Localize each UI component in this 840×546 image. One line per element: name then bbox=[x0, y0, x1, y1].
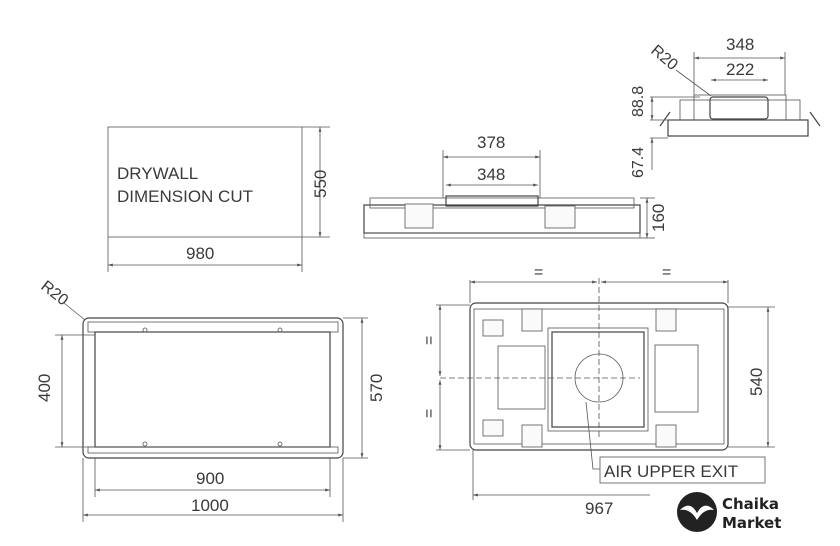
section-inner-width-dimension: 222 bbox=[726, 60, 754, 79]
drywall-label: DRYWALL bbox=[117, 164, 198, 183]
top-equal-right-mark: = bbox=[662, 264, 671, 281]
top-height-dimension: 540 bbox=[747, 368, 766, 396]
section-radius-label: R20 bbox=[647, 42, 680, 74]
drywall-cut-view: DRYWALL DIMENSION CUT 550 980 bbox=[107, 126, 330, 272]
section-outer-width-dimension: 348 bbox=[726, 35, 754, 54]
front-view: R20 400 570 900 1000 bbox=[35, 278, 386, 522]
section-lower-height-dimension: 67.4 bbox=[630, 147, 647, 178]
drywall-height-dimension: 550 bbox=[311, 170, 330, 198]
logo-line2: Market bbox=[722, 514, 781, 532]
front-inner-height-dimension: 400 bbox=[35, 374, 54, 402]
drywall-width-dimension: 980 bbox=[186, 244, 214, 263]
left-equal-top-mark: = bbox=[421, 336, 438, 345]
chaika-market-logo: Chaika Market bbox=[677, 492, 781, 532]
front-outer-width-dimension: 1000 bbox=[191, 496, 229, 515]
air-upper-exit-callout: AIR UPPER EXIT bbox=[604, 462, 738, 481]
section-upper-height-dimension: 88.8 bbox=[630, 86, 647, 117]
top-view: = = = = 540 967 AIR UPPER EXIT bbox=[421, 264, 775, 518]
left-equal-bottom-mark: = bbox=[421, 409, 438, 418]
section-view: 348 222 R20 88.8 67.4 bbox=[630, 35, 821, 178]
side-inner-width-dimension: 348 bbox=[477, 165, 505, 184]
top-width-dimension: 967 bbox=[585, 499, 613, 518]
side-height-dimension: 160 bbox=[649, 204, 668, 232]
side-view: 378 348 160 bbox=[363, 133, 668, 239]
logo-line1: Chaika bbox=[722, 495, 779, 513]
front-outer-height-dimension: 570 bbox=[367, 374, 386, 402]
top-equal-left-mark: = bbox=[534, 264, 543, 281]
side-outer-width-dimension: 378 bbox=[477, 133, 505, 152]
dimension-cut-label: DIMENSION CUT bbox=[117, 187, 253, 206]
front-inner-width-dimension: 900 bbox=[196, 469, 224, 488]
logo-icon bbox=[677, 492, 717, 532]
